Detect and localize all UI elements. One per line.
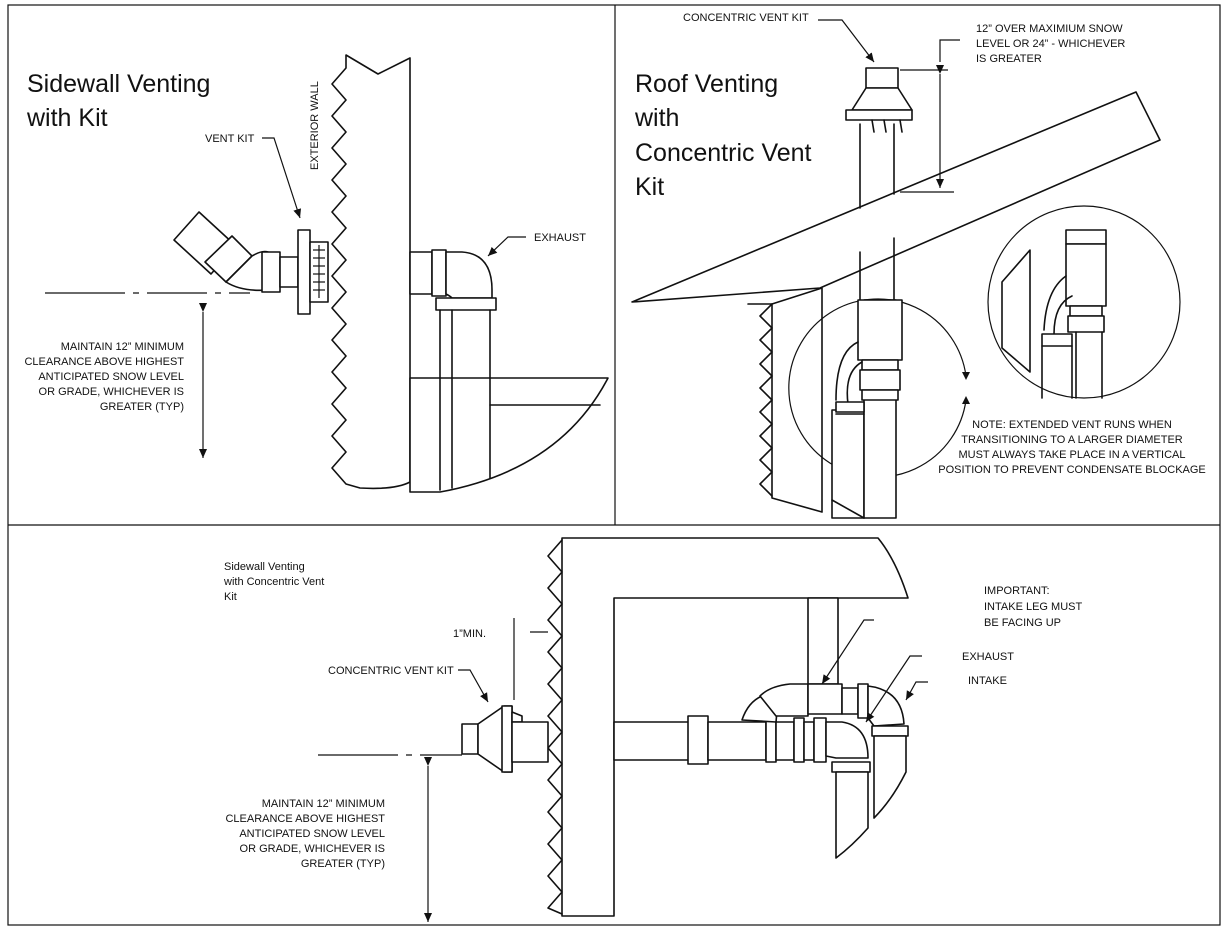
clearance-text-bottom: MAINTAIN 12” MINIMUM CLEARANCE ABOVE HIG…	[225, 798, 385, 870]
snow-text: 12” OVER MAXIMIUM SNOW LEVEL OR 24” - WH…	[976, 23, 1125, 65]
clearance-bottom-line-4: OR GRADE, WHICHEVER IS	[240, 843, 385, 855]
building-wall-serrations	[547, 539, 563, 915]
sidewall-kit-leader	[458, 669, 489, 703]
exhaust-label-panel1: EXHAUST	[534, 232, 586, 244]
snow-line-3: IS GREATER	[976, 53, 1042, 65]
panel2-title-line3: Concentric Vent	[635, 139, 812, 167]
roof-concentric-kit-label: CONCENTRIC VENT KIT	[683, 12, 809, 24]
roof-kit-leader	[818, 19, 875, 63]
panel-sidewall-concentric: Sidewall Venting with Concentric Vent Ki…	[223, 537, 1082, 922]
interior-piping	[613, 597, 909, 859]
important-line-3: BE FACING UP	[984, 617, 1061, 629]
clearance-line-3: ANTICIPATED SNOW LEVEL	[38, 371, 184, 383]
panel2-title-line4: Kit	[635, 173, 664, 201]
detail-circle-upper	[987, 205, 1181, 399]
important-leader	[821, 619, 874, 685]
exterior-wall	[331, 54, 411, 490]
panel-sidewall-kit: Sidewall Venting with Kit EXTERIOR WALL …	[24, 54, 609, 493]
clearance-bottom-line-2: CLEARANCE ABOVE HIGHEST	[225, 813, 385, 825]
note-line-4: POSITION TO PREVENT CONDENSATE BLOCKAGE	[938, 464, 1206, 476]
clearance-line-5: GREATER (TYP)	[100, 401, 184, 413]
exhaust-label-panel3: EXHAUST	[962, 651, 1014, 663]
exterior-wall-label: EXTERIOR WALL	[309, 81, 321, 170]
panel2-title-line2: with	[634, 104, 679, 132]
roof-wall	[771, 287, 823, 513]
exhaust-leader-panel1	[487, 236, 526, 257]
important-line-2: INTAKE LEG MUST	[984, 601, 1082, 613]
important-line-1: IMPORTANT:	[984, 585, 1050, 597]
roof-note-text: NOTE: EXTENDED VENT RUNS WHEN TRANSITION…	[938, 419, 1206, 476]
clearance-bottom-line-1: MAINTAIN 12” MINIMUM	[262, 798, 385, 810]
roof-vent-pipe	[845, 67, 913, 301]
panel-roof-concentric: Roof Venting with Concentric Vent Kit CO…	[631, 12, 1206, 519]
exhaust-leader-panel3	[865, 655, 922, 723]
vent-kit-leader	[262, 137, 302, 219]
intake-label: INTAKE	[968, 675, 1007, 687]
clearance-line-4: OR GRADE, WHICHEVER IS	[39, 386, 184, 398]
note-line-1: NOTE: EXTENDED VENT RUNS WHEN	[972, 419, 1172, 431]
clearance-line-1: MAINTAIN 12” MINIMUM	[61, 341, 184, 353]
clearance-text: MAINTAIN 12” MINIMUM CLEARANCE ABOVE HIG…	[24, 341, 184, 413]
panel3-title-line1: Sidewall Venting	[224, 561, 305, 573]
panel1-title-line1: Sidewall Venting	[27, 70, 210, 98]
vent-kit-label: VENT KIT	[205, 133, 255, 145]
roof-slab	[631, 91, 1161, 303]
panel-frames	[7, 4, 1221, 926]
snow-line-1: 12” OVER MAXIMIUM SNOW	[976, 23, 1123, 35]
sidewall-concentric-kit	[461, 705, 549, 773]
panel1-title-line2: with Kit	[26, 104, 108, 132]
detail-circle-lower	[788, 298, 970, 519]
clearance-line-2: CLEARANCE ABOVE HIGHEST	[24, 356, 184, 368]
intake-leader	[905, 681, 928, 701]
min-clearance-label: 1”MIN.	[453, 628, 486, 640]
roof-wall-serrations	[759, 303, 773, 497]
note-line-2: TRANSITIONING TO A LARGER DIAMETER	[961, 434, 1183, 446]
panel3-title-line3: Kit	[224, 591, 237, 603]
building-wall	[561, 537, 909, 917]
clearance-bottom-line-5: GREATER (TYP)	[301, 858, 385, 870]
panel3-title-line2: with Concentric Vent	[223, 576, 324, 588]
snow-line-2: LEVEL OR 24” - WHICHEVER	[976, 38, 1125, 50]
sidewall-concentric-kit-label: CONCENTRIC VENT KIT	[328, 665, 454, 677]
panel2-title-line1: Roof Venting	[635, 70, 778, 98]
exhaust-pipe-assembly	[409, 249, 609, 493]
vent-kit-assembly	[173, 211, 329, 315]
note-line-3: MUST ALWAYS TAKE PLACE IN A VERTICAL	[958, 449, 1185, 461]
important-text: IMPORTANT: INTAKE LEG MUST BE FACING UP	[984, 585, 1082, 629]
clearance-bottom-line-3: ANTICIPATED SNOW LEVEL	[239, 828, 385, 840]
